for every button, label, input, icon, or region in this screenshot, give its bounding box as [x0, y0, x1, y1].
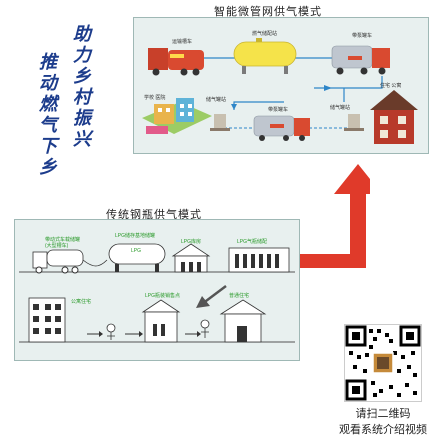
slogan-col-1: 助力乡村振兴: [70, 24, 91, 150]
smart-panel: 运输槽车 燃气储配站 带泵罐车 学校 医院 储气罐站 带泵罐车 储气罐站 住宅 …: [133, 17, 429, 154]
pump-tanker-center-icon: [253, 115, 310, 141]
lpg-warehouse-icon: [171, 243, 211, 273]
tank-station-icon: [210, 114, 230, 131]
pump-tanker-icon: [331, 45, 390, 75]
school-hospital-icon: [142, 98, 212, 134]
traditional-panel-title: 传统钢瓶供气模式: [106, 209, 202, 221]
label-residence: 住宅 公寓: [380, 83, 402, 89]
label-tanker2: 带泵罐车: [268, 107, 289, 113]
cylinder-distribution-icon: [228, 247, 290, 273]
smart-panel-title: 智能微管网供气模式: [214, 6, 322, 18]
label-vehicle-tank-sub: (大型槽车): [45, 243, 69, 249]
label-apartment: 公寓住宅: [71, 299, 92, 305]
qr-code[interactable]: [344, 324, 422, 402]
lpg-storage-tank-icon: [108, 243, 166, 272]
qr-caption-line-2: 观看系统介绍视频: [339, 424, 427, 436]
tank-station-2-icon: [344, 114, 364, 131]
traditional-diagram: [19, 243, 295, 343]
flow-arrow: [231, 104, 237, 110]
label-storage: 燃气储配站: [252, 31, 278, 37]
traditional-panel: 带动式车载储罐 (大型槽车) LPG储存基地储罐 LPG LPG库房 LPG气瓶…: [14, 219, 300, 361]
label-lpg-tank: LPG: [131, 248, 142, 254]
label-tank2: 储气罐站: [330, 105, 351, 111]
label-lpg-base: LPG储存基地储罐: [115, 233, 156, 239]
label-sales-point: LPG瓶装销售点: [145, 293, 181, 299]
lpg-sales-point-icon: [141, 299, 181, 343]
label-ordinary-house: 普通住宅: [229, 293, 250, 299]
label-transport: 运输槽车: [172, 39, 193, 45]
label-lpg-warehouse: LPG库房: [181, 239, 202, 245]
label-cylinder-distribution: LPG气瓶储配: [237, 239, 268, 245]
slogan-col-2: 推动燃气下乡: [36, 52, 57, 178]
label-school: 学校 医院: [144, 95, 166, 101]
lpg-tanker-icon: [32, 249, 84, 274]
label-tank1: 储气罐站: [206, 97, 227, 103]
smart-diagram: [142, 38, 418, 144]
qr-caption-line-1: 请扫二维码: [355, 408, 411, 420]
diagonal-arrow-icon: [196, 285, 227, 308]
label-tanker: 带泵罐车: [352, 33, 373, 39]
upgrade-arrow-icon: [280, 164, 370, 268]
transport-truck-icon: [148, 48, 204, 76]
qr-code-pattern-icon: [345, 325, 421, 401]
label-vehicle-tank: 带动式车载储罐: [45, 237, 81, 243]
ordinary-house-icon: [219, 299, 267, 343]
flow-line-loop: [233, 76, 383, 110]
hose-line: [82, 259, 108, 267]
residence-icon: [370, 90, 418, 144]
storage-tank-icon: [233, 38, 297, 74]
apartment-building-icon: [28, 297, 66, 343]
delivery-worker-icon: [106, 319, 210, 340]
flow-arrow: [324, 85, 332, 91]
